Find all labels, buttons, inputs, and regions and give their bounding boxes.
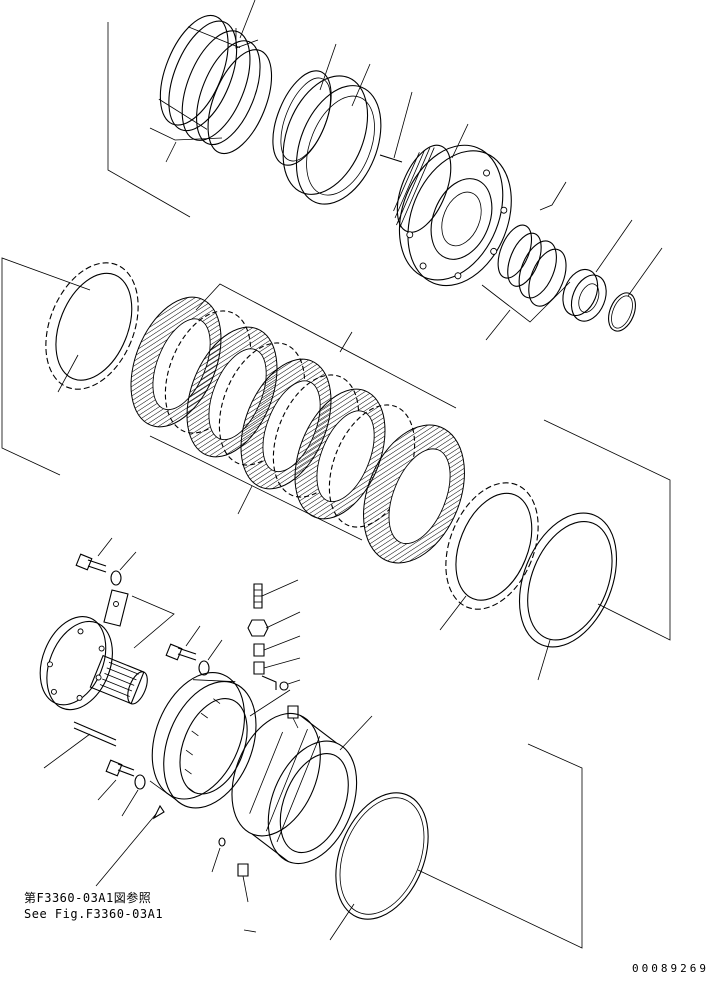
bolt-1 <box>76 554 106 572</box>
stud-bolt <box>74 722 116 746</box>
bracket-lock-plate <box>132 596 174 648</box>
clutch-pack <box>2 249 670 680</box>
leader-dowel-pin <box>394 92 412 158</box>
leader-retaining-ring <box>628 248 662 296</box>
hub-assembly <box>372 92 662 340</box>
plug-bottom <box>238 864 248 902</box>
bracket-housing-right <box>418 744 582 948</box>
bracket-friction-bottom <box>150 436 362 540</box>
leader-top <box>240 0 255 38</box>
bolt-3 <box>106 760 134 776</box>
leader-washer-2 <box>208 640 222 660</box>
seal-ring-1 <box>261 63 343 174</box>
separator-plate-6 <box>428 469 555 623</box>
leader-end-plate <box>538 640 550 680</box>
clutch-drum <box>265 63 398 216</box>
bracket-top-left <box>108 22 190 217</box>
leader-seal-ring-large <box>330 904 354 940</box>
bracket-rings <box>236 28 258 48</box>
bracket-friction-top <box>196 284 456 408</box>
leader-clutch-hub <box>452 124 468 158</box>
leader-bolt-1 <box>98 538 112 556</box>
bolt-2 <box>166 644 196 660</box>
leader-friction-bottom <box>238 486 252 514</box>
friction-disc-5 <box>344 410 483 578</box>
dowel-pin <box>380 155 402 162</box>
plug-column <box>248 580 300 690</box>
bracket-snap-rings-bottom <box>482 282 570 322</box>
leader-clutch-drum <box>352 64 370 106</box>
reference-note-english: See Fig.F3360-03A1 <box>24 907 164 921</box>
piston-ring-group <box>108 0 399 217</box>
clutch-cylinder <box>211 700 378 876</box>
leader-housing <box>250 690 290 716</box>
leader-bolt-3 <box>98 780 116 800</box>
clutch-hub <box>372 127 531 301</box>
plug-housing <box>288 706 298 728</box>
retaining-ring <box>603 289 640 335</box>
bracket-rings-bottom <box>150 128 222 140</box>
leader-washer-3 <box>122 790 138 816</box>
leader-plug-bottom <box>244 930 256 932</box>
leader-bearing <box>596 220 632 272</box>
leader-separator-left <box>58 355 78 392</box>
leader-friction-top <box>340 332 352 352</box>
separator-plate-1 <box>28 249 155 403</box>
lock-plate <box>104 590 128 626</box>
clutch-housing <box>96 659 582 948</box>
bearing <box>556 264 614 326</box>
washer-1 <box>111 571 121 585</box>
friction-disc-4 <box>277 376 402 532</box>
end-plate <box>501 499 635 662</box>
reference-arrow <box>154 806 164 818</box>
o-ring-small <box>219 838 225 846</box>
leader-o-ring-small <box>212 848 220 872</box>
output-shaft <box>27 607 162 816</box>
reference-note-japanese: 第F3360-03A1図参照 <box>24 891 152 905</box>
bracket-clutch-pack-left <box>2 258 90 475</box>
leader-reference <box>96 814 156 886</box>
bracket-clutch-pack-right <box>544 420 670 640</box>
drawing-number: 00089269 <box>632 962 709 975</box>
washer-2 <box>199 661 209 675</box>
leader-snap-rings-bottom <box>486 310 510 340</box>
piston-rings <box>143 6 290 162</box>
leader-stud-bolt <box>44 734 90 768</box>
leader-separator-right <box>440 596 466 630</box>
bracket-snap-rings <box>540 182 566 210</box>
hardware-group <box>76 538 300 690</box>
seal-ring-large <box>318 779 445 933</box>
leader-rings-bottom <box>166 142 176 162</box>
leader-bolt-2 <box>186 626 200 646</box>
washer-3 <box>135 775 145 789</box>
snap-rings <box>486 220 577 311</box>
leader-washer-1 <box>120 552 136 570</box>
leader-seal-ring-1 <box>320 44 336 90</box>
leader-cylinder <box>340 716 372 750</box>
